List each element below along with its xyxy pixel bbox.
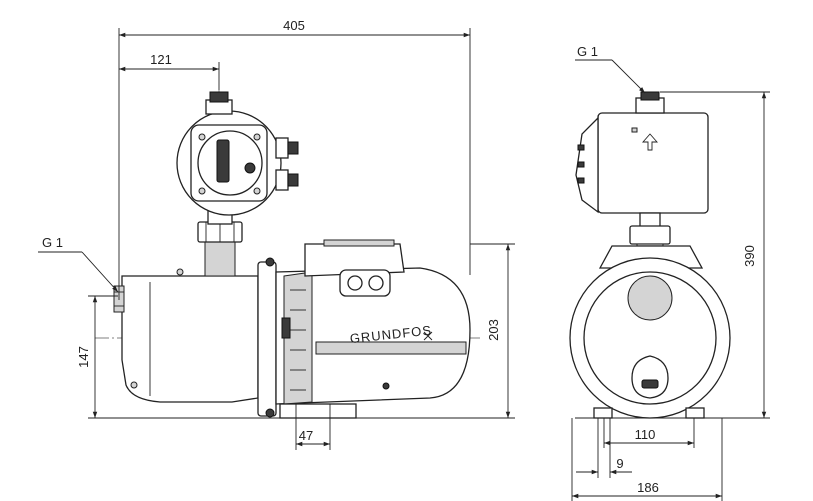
controller-screw-bl — [198, 187, 206, 195]
dim-foot-width: 47 — [299, 428, 313, 443]
controller-display-ring — [197, 130, 263, 196]
cable-gland-left — [347, 275, 363, 291]
terminal-box-lid — [323, 239, 395, 247]
side-vent-1 — [577, 144, 585, 151]
gland-lower-nut — [287, 173, 299, 187]
controller-screw-br — [253, 187, 261, 195]
gland-upper-nut — [287, 141, 299, 155]
front-foot-left — [593, 407, 613, 419]
vent-screw — [176, 268, 184, 276]
dim-foot-slot: 9 — [616, 456, 623, 471]
motor-window — [281, 317, 291, 339]
front-view-dimensions: 390 110 9 186 G 1 — [571, 44, 770, 501]
label-inlet-connection: G 1 — [42, 235, 63, 250]
front-controller-neck — [639, 212, 661, 228]
flange-bolt-top — [265, 257, 275, 267]
drain-plug — [641, 379, 659, 389]
drain-screw — [130, 381, 138, 389]
controller-indicator — [631, 127, 638, 133]
pump-body-inner — [583, 271, 717, 405]
dim-total-height: 390 — [742, 245, 757, 267]
leader-outlet — [611, 59, 646, 94]
discharge-pipe — [204, 239, 236, 277]
controller-button — [244, 162, 256, 174]
pump-inlet-port — [627, 275, 673, 321]
front-union-nut — [629, 225, 671, 245]
front-outlet-thread — [640, 91, 660, 101]
brand-logo-icon — [423, 331, 433, 341]
side-vent-3 — [577, 177, 585, 184]
motor-screw — [382, 382, 390, 390]
dim-foot-spacing: 110 — [635, 427, 656, 442]
pump-housing — [121, 275, 259, 403]
dim-overall-length: 405 — [283, 18, 305, 33]
flow-arrow-icon — [642, 133, 658, 151]
controller-box — [597, 112, 709, 214]
dim-inlet-height: 147 — [76, 346, 91, 368]
cable-gland-right — [368, 275, 384, 291]
controller-display — [216, 139, 230, 183]
pump-foot — [279, 403, 357, 419]
side-view: GRUNDFOS — [95, 90, 480, 419]
dim-shaft-height: 203 — [486, 319, 501, 341]
front-view — [569, 91, 731, 420]
controller-screw-tl — [198, 133, 206, 141]
controller-side-panel — [575, 116, 599, 214]
motor-housing — [275, 267, 471, 405]
controller-screw-tr — [253, 133, 261, 141]
side-vent-2 — [577, 161, 585, 168]
dim-base-width: 186 — [637, 480, 659, 495]
outlet-thread — [209, 91, 229, 103]
leader-inlet — [81, 251, 119, 293]
gland-lower-body — [275, 169, 289, 191]
gland-upper-body — [275, 137, 289, 159]
flange-bolt-bottom — [265, 408, 275, 418]
drain-plug-housing — [631, 355, 669, 399]
front-foot-right — [685, 407, 705, 419]
side-view-dimensions: 405 121 147 203 47 G 1 — [38, 18, 515, 450]
motor-fan-cover — [283, 271, 313, 405]
dim-controller-offset: 121 — [150, 52, 172, 67]
pump-flange — [257, 261, 277, 417]
motor-band — [315, 341, 467, 355]
label-outlet-connection: G 1 — [577, 44, 598, 59]
